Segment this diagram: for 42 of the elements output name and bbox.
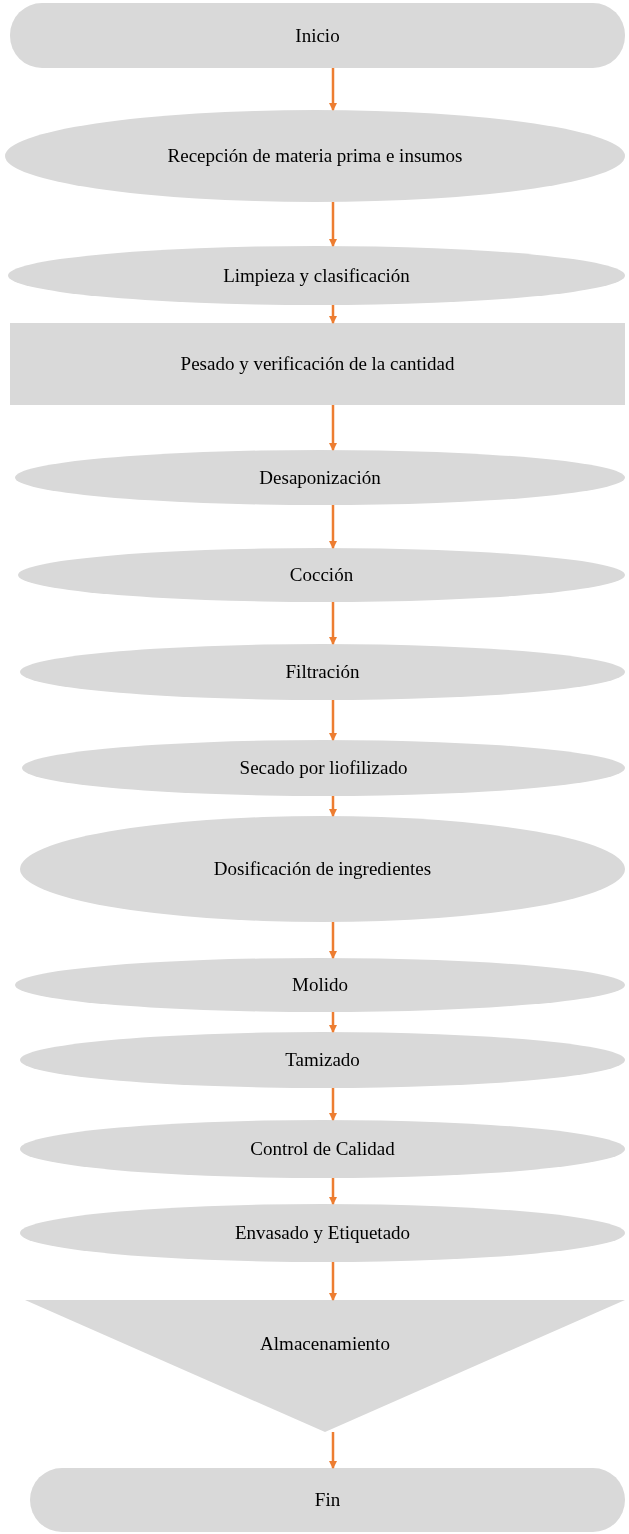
- arrow: [329, 305, 337, 324]
- step-label: Fin: [313, 1488, 342, 1512]
- arrow: [329, 1088, 337, 1121]
- process-ellipse: [5, 110, 625, 202]
- storage-triangle: [25, 1300, 625, 1432]
- step-label: Cocción: [288, 563, 355, 587]
- step-label: Desaponización: [258, 465, 382, 490]
- step-label: Secado por liofilizado: [238, 756, 409, 780]
- step-label: Recepción de materia prima e insumos: [166, 144, 464, 168]
- step-label: Pesado y verificación de la cantidad: [179, 352, 456, 376]
- process-ellipse: [20, 1032, 625, 1088]
- arrow: [329, 68, 337, 111]
- step-label: Limpieza y clasificación: [222, 263, 411, 288]
- process-ellipse: [15, 450, 625, 505]
- step-label: Molido: [291, 973, 349, 997]
- arrow: [329, 796, 337, 817]
- arrow: [329, 1178, 337, 1205]
- step-label: Inicio: [294, 23, 341, 48]
- step-label: Control de Calidad: [249, 1137, 396, 1161]
- arrow: [329, 505, 337, 549]
- step-label: Envasado y Etiquetado: [233, 1221, 412, 1245]
- process-ellipse: [20, 644, 625, 700]
- arrow: [329, 602, 337, 645]
- process-ellipse: [22, 740, 625, 796]
- step-label: Filtración: [284, 660, 361, 684]
- arrow: [329, 1262, 337, 1301]
- process-ellipse: [20, 1204, 625, 1262]
- process-ellipse: [8, 246, 625, 305]
- process-ellipse: [18, 548, 625, 602]
- step-label: Dosificación de ingredientes: [212, 857, 433, 881]
- arrow: [329, 922, 337, 959]
- arrow: [329, 700, 337, 741]
- step-label: Tamizado: [284, 1048, 361, 1072]
- process-ellipse: [20, 816, 625, 922]
- arrow: [329, 405, 337, 451]
- process-ellipse: [15, 958, 625, 1012]
- arrow: [329, 1432, 337, 1469]
- process-box: [10, 323, 625, 405]
- process-ellipse: [20, 1120, 625, 1178]
- arrow: [329, 1012, 337, 1033]
- step-label: Almacenamiento: [259, 1332, 391, 1356]
- arrow: [329, 202, 337, 247]
